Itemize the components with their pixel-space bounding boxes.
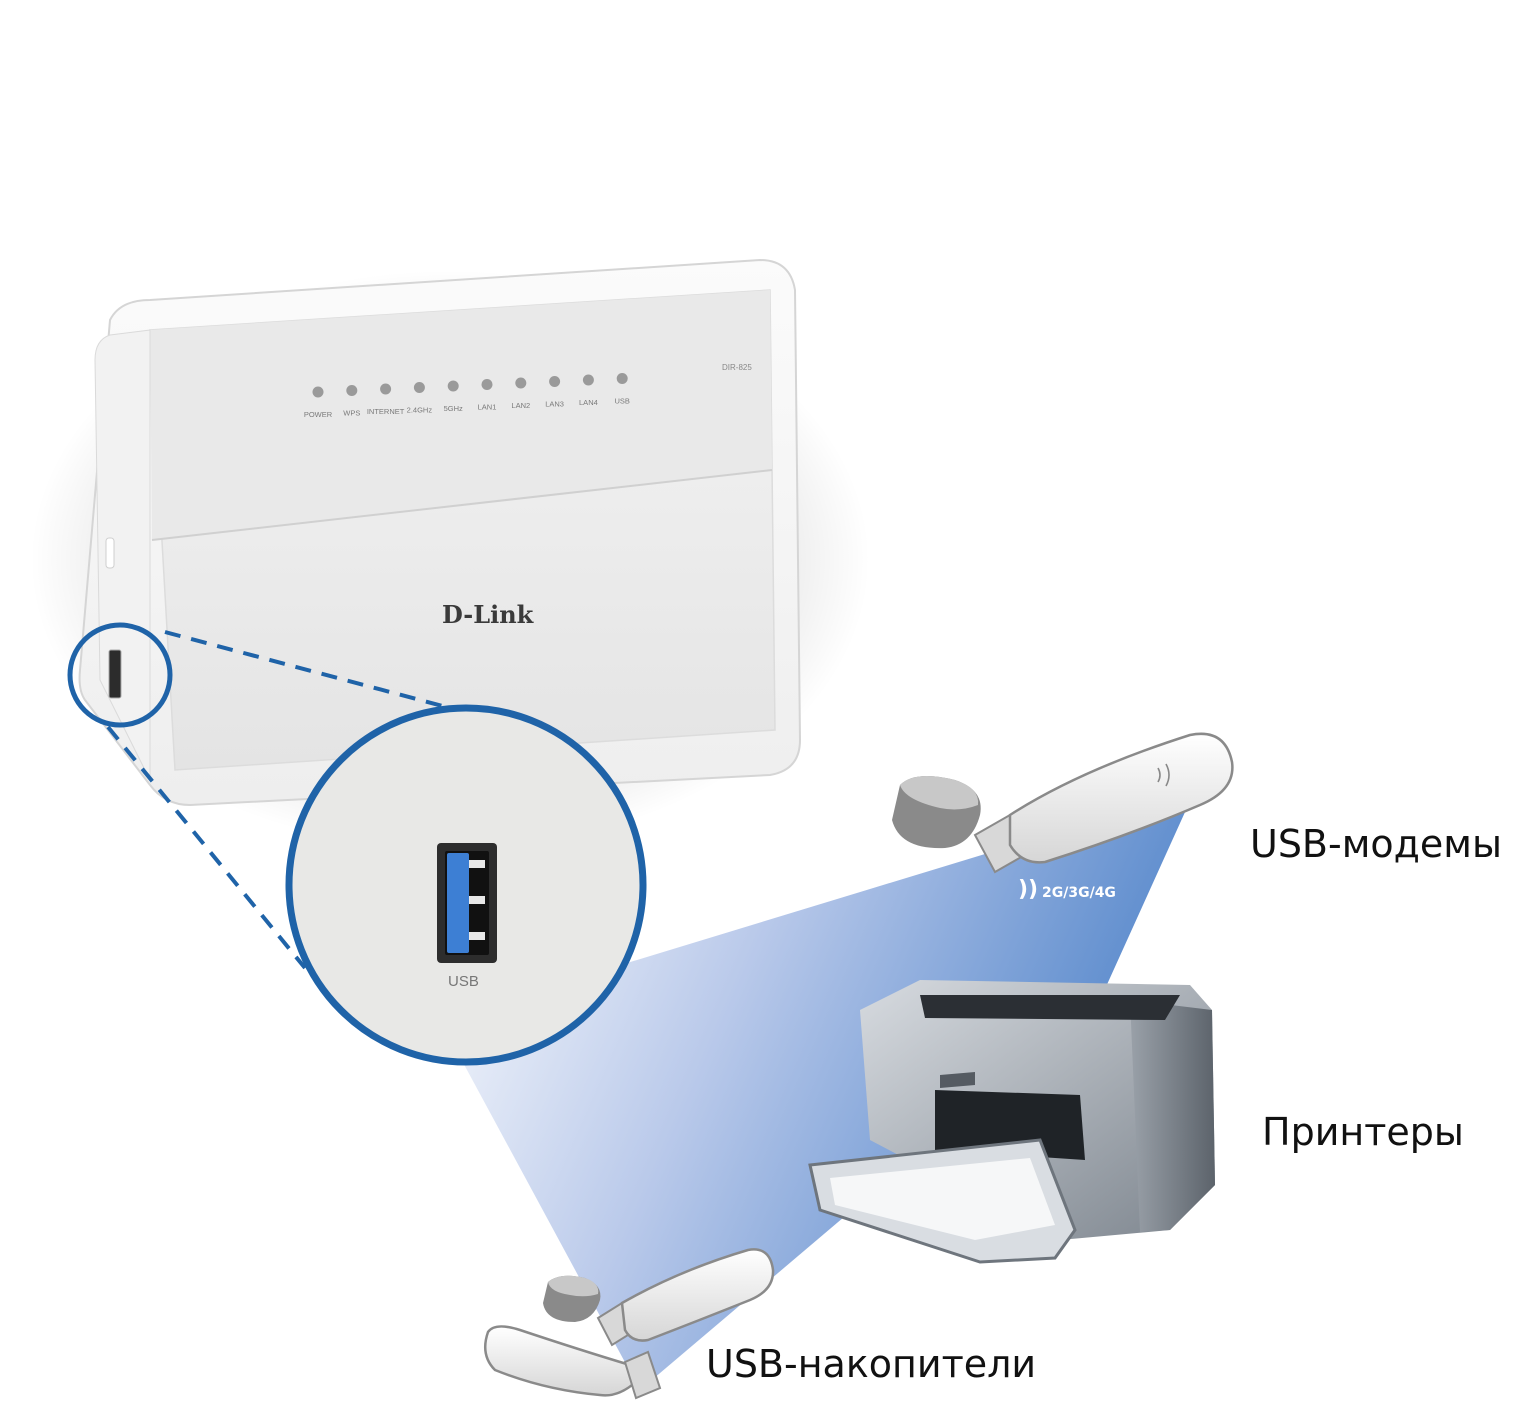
led-label: LAN4 <box>579 398 598 407</box>
usb-highlight-ring <box>67 622 173 728</box>
callout-line-top <box>164 630 466 714</box>
led-label: INTERNET <box>367 407 405 416</box>
led-label: USB <box>614 397 629 406</box>
storage-label: USB-накопители <box>706 1342 1036 1386</box>
printer-icon <box>808 980 1215 1264</box>
led-indicator <box>616 373 628 384</box>
led-label: 5GHz <box>444 404 463 413</box>
usb-port-label: USB <box>448 973 479 990</box>
router-model: DIR-825 <box>722 363 752 372</box>
led-indicator <box>549 376 561 387</box>
led-indicator <box>582 374 594 386</box>
led-label: LAN1 <box>478 403 497 412</box>
led-label: POWER <box>304 410 333 419</box>
led-indicator <box>413 382 425 393</box>
router <box>78 258 802 807</box>
led-label: LAN2 <box>511 401 530 410</box>
modem-signal-text: 2G/3G/4G <box>1042 885 1116 901</box>
signal-waves-icon: )) <box>1018 877 1038 902</box>
modem-label: USB-модемы <box>1250 822 1502 866</box>
led-indicator <box>346 385 358 396</box>
led-label: WPS <box>343 409 360 418</box>
led-label: 2.4GHz <box>407 406 433 415</box>
router-usb-port <box>108 649 122 699</box>
usb-port-zoom <box>285 704 647 1066</box>
connection-beam <box>440 790 1195 1390</box>
led-indicator <box>380 383 392 395</box>
led-indicator <box>312 386 324 398</box>
led-indicator <box>515 377 527 389</box>
led-label: LAN3 <box>545 400 564 409</box>
printer-label: Принтеры <box>1262 1110 1464 1154</box>
dlink-logo: D-Link <box>442 600 535 629</box>
usb-storage-icon <box>483 1248 775 1400</box>
led-indicator <box>447 380 459 392</box>
usb-modem-icon <box>892 732 1234 874</box>
led-indicator <box>481 379 493 390</box>
